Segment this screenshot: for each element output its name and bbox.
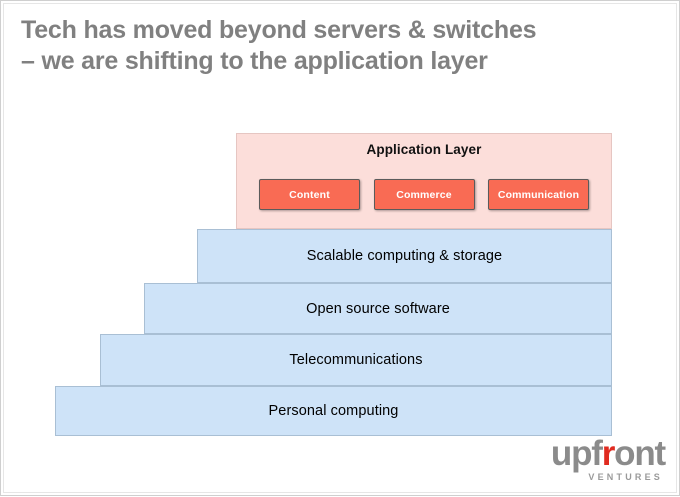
page-title: Tech has moved beyond servers & switches… (21, 16, 537, 75)
logo-wordmark: upfront (513, 434, 666, 473)
stack-layer-personal-computing[interactable]: Personal computing (55, 386, 612, 436)
stack-layer-label: Open source software (306, 300, 450, 317)
stack-layer-telecommunications[interactable]: Telecommunications (100, 334, 612, 386)
application-layer-heading: Application Layer (366, 142, 482, 157)
logo-word-accent: r (601, 434, 616, 473)
pill-commerce[interactable]: Commerce (373, 179, 475, 210)
logo-subtitle: VENTURES (588, 472, 663, 482)
stack-layer-label: Telecommunications (289, 352, 423, 368)
stack-layer-scalable-computing-storage[interactable]: Scalable computing & storage (197, 229, 612, 283)
pill-communication[interactable]: Communication (488, 179, 589, 210)
application-layer-pill-row: Content Commerce Communication (237, 179, 611, 210)
application-layer-box[interactable]: Application Layer Content Commerce Commu… (236, 133, 612, 229)
upfront-ventures-logo: upfront VENTURES (513, 434, 666, 485)
stack-layer-label: Scalable computing & storage (306, 248, 503, 264)
logo-word-part2: ont (614, 434, 666, 473)
pill-content[interactable]: Content (259, 179, 360, 210)
stack-layer-label: Personal computing (268, 403, 399, 419)
stack-layer-open-source-software[interactable]: Open source software (144, 283, 612, 334)
logo-word-part1: upf (550, 434, 603, 473)
